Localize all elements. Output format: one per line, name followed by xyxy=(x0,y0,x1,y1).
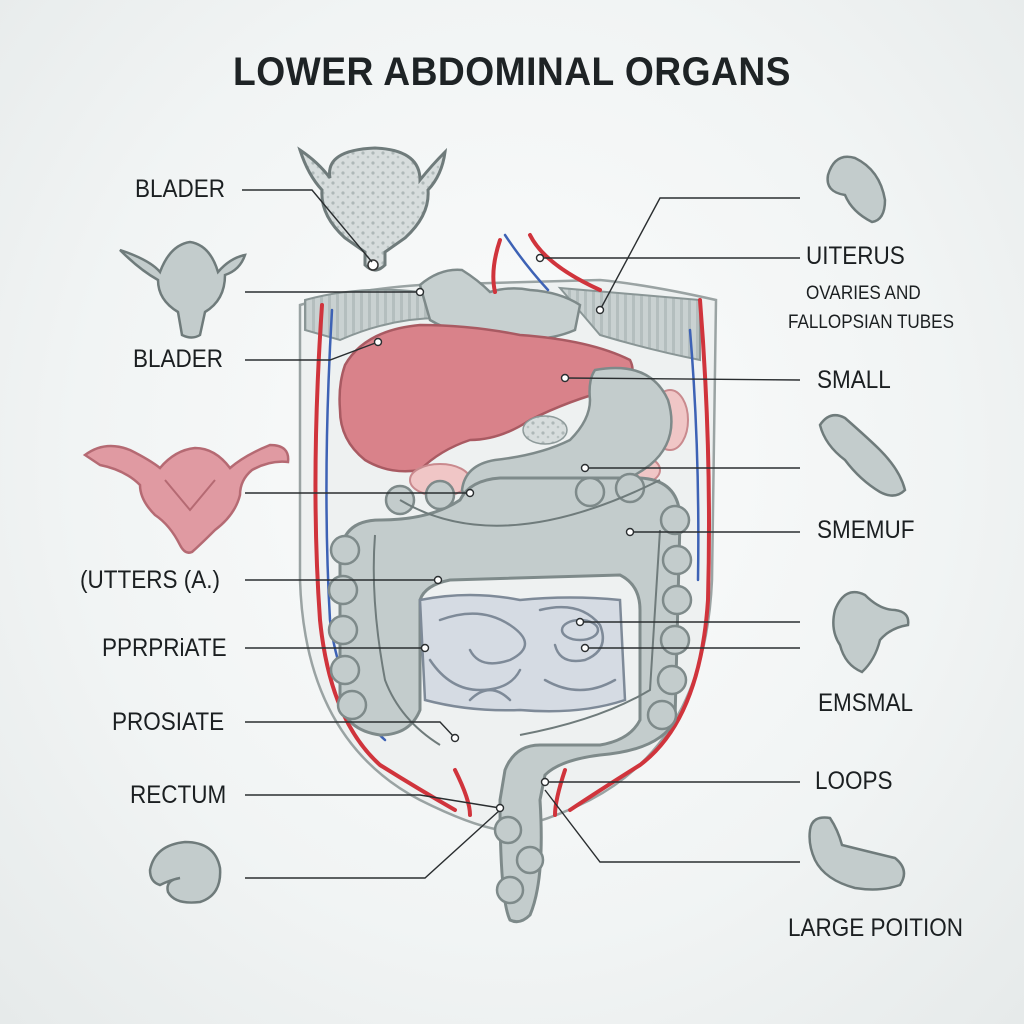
label-prosiate: PROSIATE xyxy=(112,708,225,736)
label-uiterus: UITERUS xyxy=(806,242,905,270)
artery-top xyxy=(491,238,502,294)
vein-right xyxy=(688,328,700,582)
label-small: SMALL xyxy=(817,366,891,394)
diaphragm-right xyxy=(557,286,701,362)
iliac-left xyxy=(453,768,472,817)
label-pprpriate: PPRPRiATE xyxy=(102,634,227,662)
label-blader-top: BLADER xyxy=(135,175,226,203)
label-utters: (UTTERS (A.) xyxy=(80,566,220,594)
appendix-icon xyxy=(808,816,906,891)
label-blader-mid: BLADER xyxy=(133,345,224,373)
iliac-right xyxy=(553,768,567,817)
blood-vessels xyxy=(313,233,711,817)
label-ovaries-line1: OVARIES AND xyxy=(806,283,921,304)
label-large-poition: LARGE POITION xyxy=(788,914,964,942)
small-intestine-folds xyxy=(428,605,617,702)
label-emsmal: EMSMAL xyxy=(818,689,914,717)
prostate-icon xyxy=(119,240,247,339)
kidney-icon xyxy=(148,840,222,904)
label-loops: LOOPS xyxy=(815,767,893,795)
liver xyxy=(338,323,634,473)
vein-top xyxy=(503,233,550,292)
label-rectum: RECTUM xyxy=(130,781,227,809)
uterus-icon xyxy=(82,443,290,554)
bladder-icon xyxy=(297,146,448,272)
label-ovaries-line2: FALLOPSIAN TUBES xyxy=(788,312,955,333)
small-intestine xyxy=(418,593,627,713)
gallbladder-icon xyxy=(832,590,910,674)
leader-dots xyxy=(373,253,635,813)
pancreas xyxy=(522,415,568,445)
label-smemuf: SMEMUF xyxy=(817,516,915,544)
duodenum-icon xyxy=(818,413,907,497)
artery-left xyxy=(313,303,457,812)
artery-top-right xyxy=(528,233,602,292)
diagram-title: LOWER ABDOMINAL ORGANS xyxy=(233,50,791,94)
leader-lines xyxy=(242,189,801,879)
spleen-icon xyxy=(826,155,887,224)
